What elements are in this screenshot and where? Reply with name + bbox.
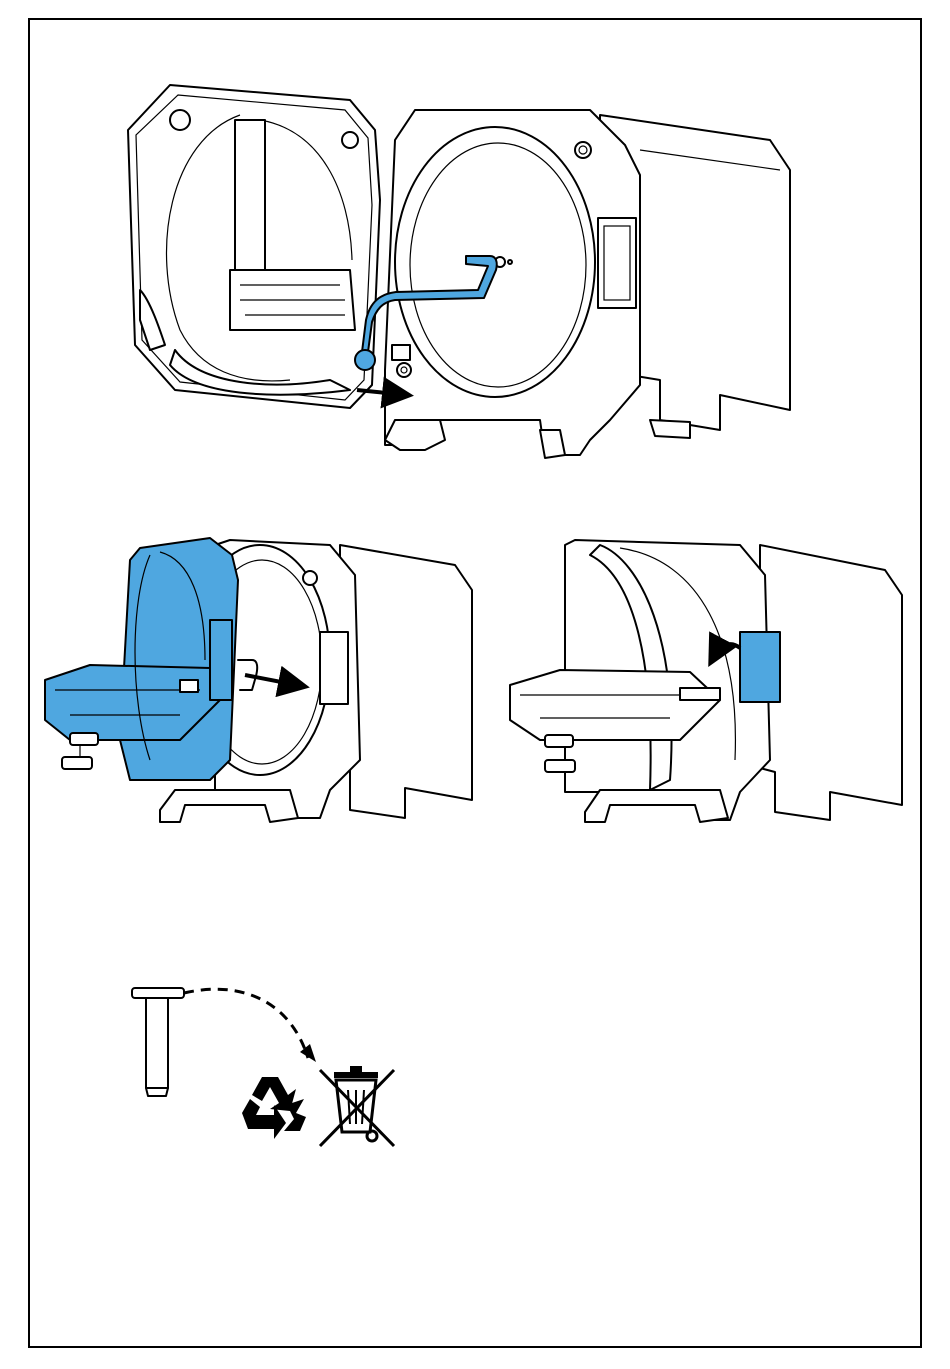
panel-open-unit [128, 85, 790, 458]
dashed-arrow-icon [184, 989, 308, 1058]
recycle-icon [242, 1077, 306, 1139]
panel-mount-unit [45, 538, 472, 822]
weee-bin-icon [320, 1066, 394, 1146]
panel-disposal [132, 988, 394, 1146]
bolt-icon [132, 988, 184, 1096]
panel-lock-unit [510, 540, 902, 822]
